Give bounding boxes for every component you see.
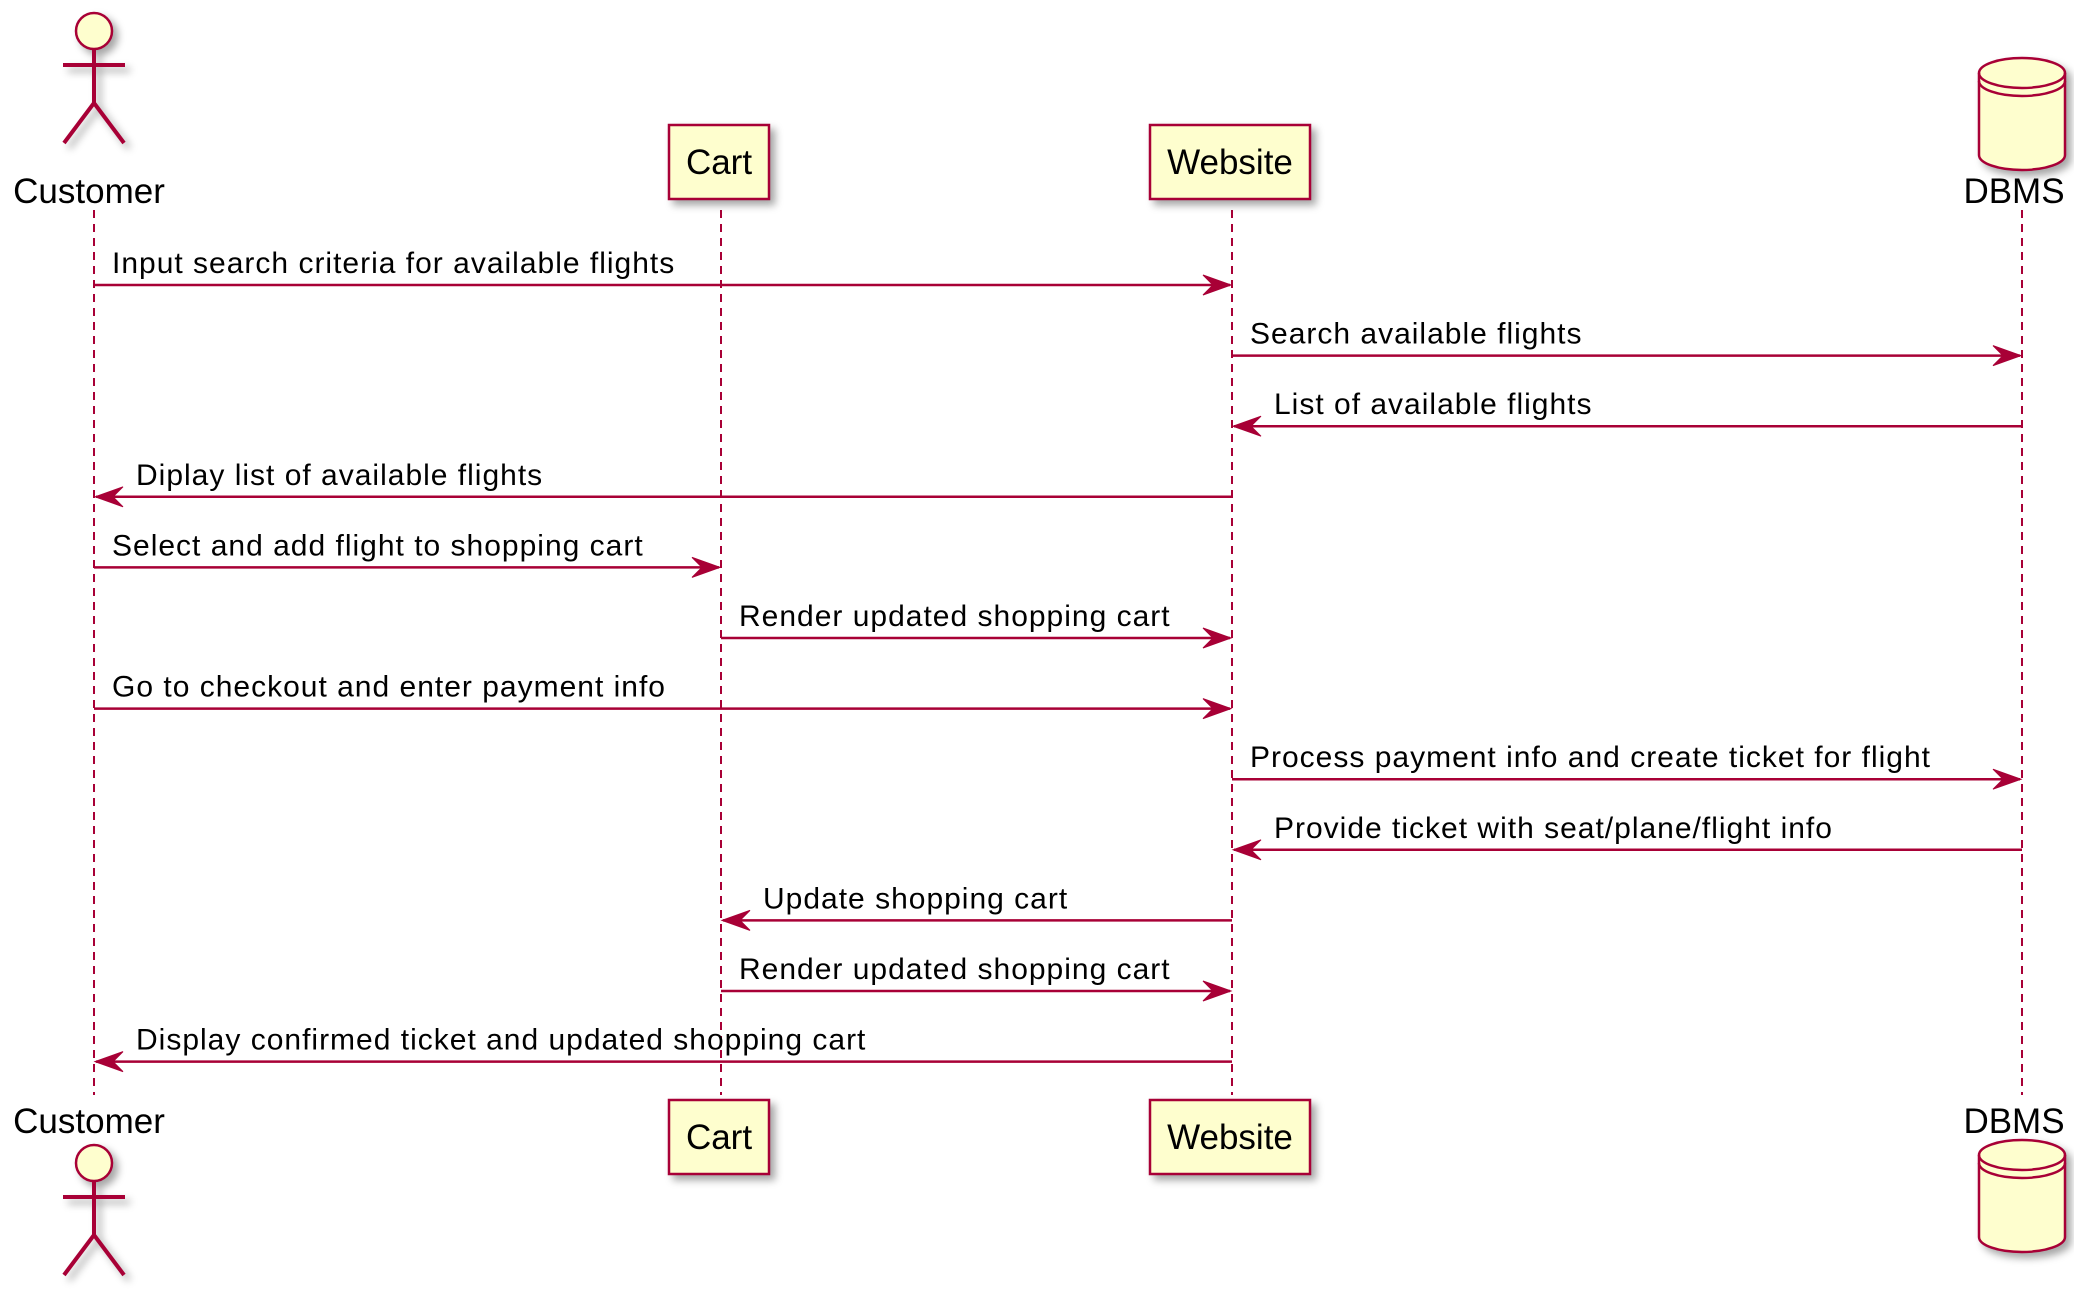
message-label: Select and add flight to shopping cart (112, 529, 644, 562)
actor-icon-customer-bottom (62, 1143, 126, 1277)
message-1: Input search criteria for available flig… (94, 247, 1233, 296)
arrow-head-icon (1202, 698, 1233, 720)
participant-label-website-top: Website (1167, 143, 1293, 182)
message-10: Update shopping cart (720, 882, 1232, 931)
message-label: Process payment info and create ticket f… (1250, 741, 1931, 774)
arrow-head-icon (1992, 768, 2023, 790)
lifelines (93, 210, 2023, 1095)
arrow-head-icon (1202, 980, 1233, 1002)
arrow-head-icon (1992, 345, 2023, 367)
message-11: Render updated shopping cart (721, 953, 1233, 1002)
message-5: Select and add flight to shopping cart (94, 529, 722, 578)
arrow-head-icon (93, 486, 124, 508)
participant-label-customer-top: Customer (13, 172, 165, 211)
participant-box-cart-bottom (667, 1098, 771, 1176)
message-2: Search available flights (1232, 318, 2023, 367)
participant-label-customer-bottom: Customer (13, 1102, 165, 1141)
arrow-head-icon (93, 1051, 124, 1073)
message-4: Diplay list of available flights (93, 459, 1232, 508)
message-12: Display confirmed ticket and updated sho… (93, 1024, 1232, 1073)
arrow-head-icon (691, 556, 722, 578)
message-label: Search available flights (1250, 318, 1583, 351)
participant-box-website-top (1148, 123, 1312, 201)
arrow-head-icon (1202, 627, 1233, 649)
arrow-head-icon (720, 909, 751, 931)
message-3: List of available flights (1231, 388, 2022, 437)
message-label: Display confirmed ticket and updated sho… (136, 1024, 866, 1057)
participant-label-website-bottom: Website (1167, 1118, 1293, 1157)
message-7: Go to checkout and enter payment info (94, 671, 1233, 720)
message-label: Go to checkout and enter payment info (112, 671, 666, 704)
participant-box-cart-top (667, 123, 771, 201)
arrow-head-icon (1231, 415, 1262, 437)
participant-label-dbms-bottom: DBMS (1963, 1102, 2064, 1141)
database-icon-dbms-top (1977, 56, 2067, 172)
arrow-head-icon (1231, 839, 1262, 861)
message-label: Render updated shopping cart (739, 600, 1171, 633)
message-label: List of available flights (1274, 388, 1593, 421)
message-label: Update shopping cart (763, 882, 1068, 915)
messages: Input search criteria for available flig… (93, 247, 2023, 1073)
participant-box-website-bottom (1148, 1098, 1312, 1176)
message-label: Provide ticket with seat/plane/flight in… (1274, 812, 1833, 845)
arrow-head-icon (1202, 274, 1233, 296)
message-6: Render updated shopping cart (721, 600, 1233, 649)
participant-label-cart-bottom: Cart (686, 1118, 752, 1157)
message-8: Process payment info and create ticket f… (1232, 741, 2023, 790)
participant-label-cart-top: Cart (686, 143, 752, 182)
participants: CustomerCustomerCartCartWebsiteWebsiteDB… (13, 11, 2067, 1277)
message-label: Input search criteria for available flig… (112, 247, 675, 280)
actor-icon-customer-top (62, 11, 126, 145)
message-label: Render updated shopping cart (739, 953, 1171, 986)
database-icon-dbms-bottom (1977, 1138, 2067, 1254)
message-9: Provide ticket with seat/plane/flight in… (1231, 812, 2022, 861)
participant-label-dbms-top: DBMS (1963, 172, 2064, 211)
message-label: Diplay list of available flights (136, 459, 543, 492)
